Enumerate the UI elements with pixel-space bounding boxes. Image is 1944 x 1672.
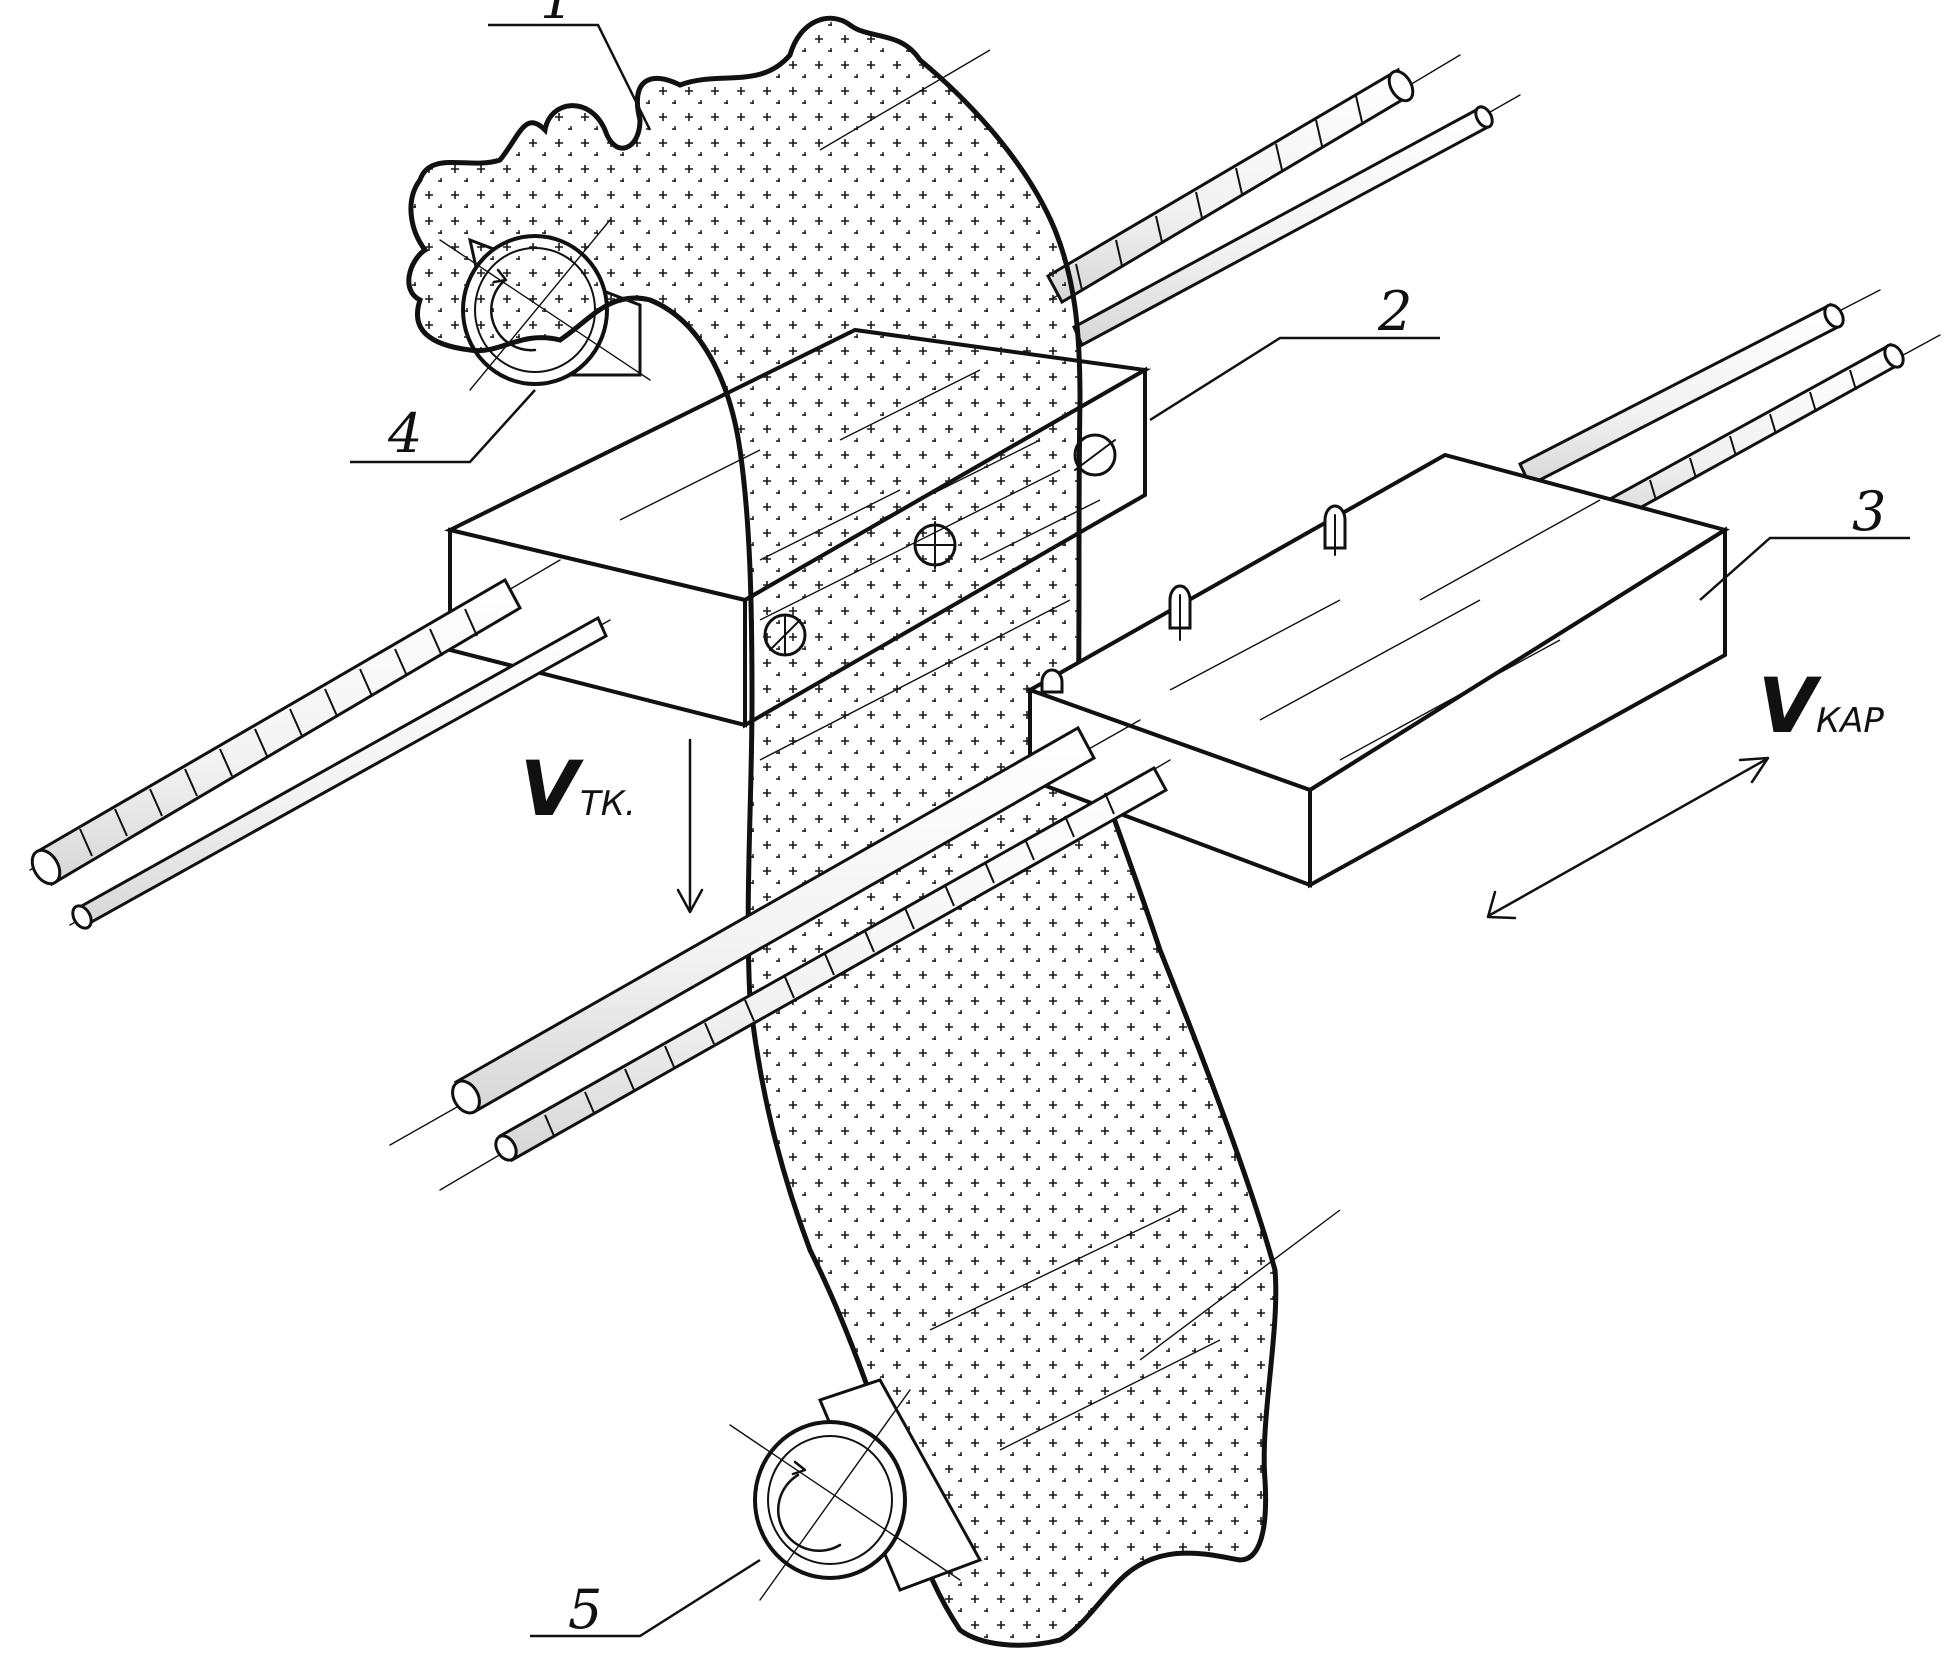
label-left-carriage: 2 — [1377, 280, 1412, 343]
right-carriage-pins — [1040, 504, 1347, 694]
label-leaders — [350, 23, 1910, 1638]
fabric-velocity-symbol: V — [520, 744, 584, 833]
left-ribbed-rod — [29, 559, 561, 887]
fabric-strip — [406, 15, 1341, 1648]
rear-smooth-rod-upper — [1072, 94, 1521, 348]
front-ribbed-rod — [439, 759, 1171, 1191]
left-smooth-rod — [69, 615, 611, 930]
carriage-velocity-symbol: V — [1758, 661, 1822, 750]
label-top-roller: 4 — [387, 402, 422, 465]
rear-guide-rods — [1045, 54, 1941, 533]
label-fabric: 1 — [540, 0, 574, 31]
front-guide-rods — [389, 719, 1171, 1191]
rear-ribbed-rod-upper — [1045, 54, 1461, 305]
fabric-velocity-subscript: ТК. — [580, 784, 636, 824]
carriage-velocity-arrow — [1486, 756, 1770, 920]
label-bottom-roller: 5 — [568, 1578, 602, 1641]
fabric-velocity-arrow — [676, 738, 704, 914]
front-smooth-rod — [389, 719, 1141, 1146]
left-guide-rods — [29, 559, 611, 930]
label-right-carriage: 3 — [1852, 480, 1886, 543]
carriage-velocity-subscript: КАР — [1816, 701, 1884, 741]
bottom-roller — [729, 1378, 983, 1601]
right-carriage — [1025, 452, 1730, 889]
